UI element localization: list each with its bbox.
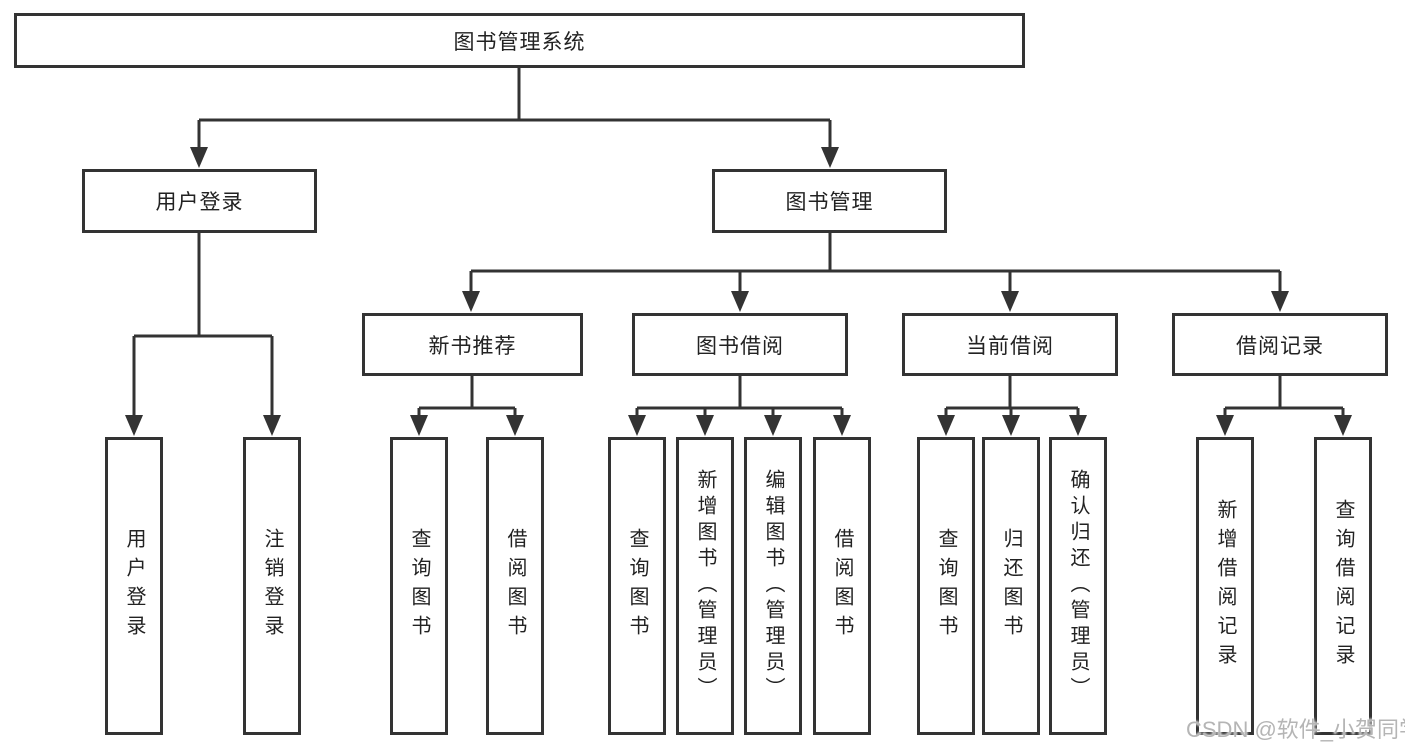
leaf-query-books-2-label: 查询图书 <box>626 528 648 644</box>
arrowheads <box>125 147 1352 436</box>
leaf-user-login: 用户登录 <box>105 437 163 735</box>
leaf-return-books-label: 归还图书 <box>1000 528 1022 644</box>
leaf-confirm-return-admin-label: 确认归还（管理员） <box>1067 469 1089 703</box>
node-book-management-label: 图书管理 <box>785 191 874 214</box>
leaf-edit-book-admin-label: 编辑图书（管理员） <box>762 469 784 703</box>
leaf-return-books: 归还图书 <box>982 437 1040 735</box>
leaf-borrow-books-2-label: 借阅图书 <box>831 528 853 644</box>
node-book-borrow-label: 图书借阅 <box>696 334 784 358</box>
leaf-logout-label: 注销登录 <box>261 528 283 644</box>
node-user-login-label: 用户登录 <box>155 191 244 214</box>
leaf-user-login-label: 用户登录 <box>123 528 145 644</box>
node-current-borrow: 当前借阅 <box>902 313 1118 376</box>
leaf-query-borrow-record-label: 查询借阅记录 <box>1332 499 1354 673</box>
leaf-add-book-admin-label: 新增图书（管理员） <box>694 469 716 703</box>
leaf-add-borrow-record-label: 新增借阅记录 <box>1214 499 1236 673</box>
csdn-watermark: CSDN @软件_小贺同学 <box>1186 717 1405 742</box>
node-current-borrow-label: 当前借阅 <box>966 334 1054 358</box>
leaf-add-book-admin: 新增图书（管理员） <box>676 437 734 735</box>
node-book-borrow: 图书借阅 <box>632 313 848 376</box>
leaf-query-borrow-record: 查询借阅记录 <box>1314 437 1372 735</box>
node-root: 图书管理系统 <box>14 13 1025 68</box>
node-new-book-recommend-label: 新书推荐 <box>428 334 517 358</box>
node-root-label: 图书管理系统 <box>453 30 586 54</box>
node-new-book-recommend: 新书推荐 <box>362 313 583 376</box>
leaf-borrow-books-1-label: 借阅图书 <box>504 528 526 644</box>
leaf-confirm-return-admin: 确认归还（管理员） <box>1049 437 1107 735</box>
leaf-query-books-3: 查询图书 <box>917 437 975 735</box>
leaf-logout: 注销登录 <box>243 437 301 735</box>
node-borrow-records: 借阅记录 <box>1172 313 1388 376</box>
node-book-management: 图书管理 <box>712 169 947 233</box>
leaf-query-books-2: 查询图书 <box>608 437 666 735</box>
leaf-add-borrow-record: 新增借阅记录 <box>1196 437 1254 735</box>
node-user-login: 用户登录 <box>82 169 317 233</box>
leaf-borrow-books-1: 借阅图书 <box>486 437 544 735</box>
leaf-borrow-books-2: 借阅图书 <box>813 437 871 735</box>
leaf-edit-book-admin: 编辑图书（管理员） <box>744 437 802 735</box>
leaf-query-books-3-label: 查询图书 <box>935 528 957 644</box>
leaf-query-books-1: 查询图书 <box>390 437 448 735</box>
leaf-query-books-1-label: 查询图书 <box>408 528 430 644</box>
node-borrow-records-label: 借阅记录 <box>1236 334 1324 358</box>
